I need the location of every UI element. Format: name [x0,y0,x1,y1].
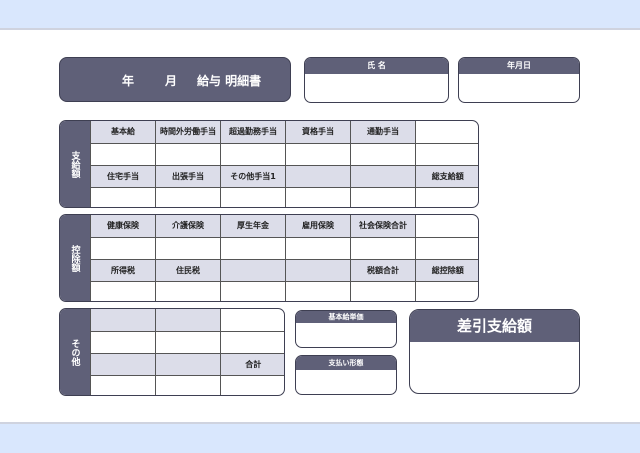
net-pay-box: 差引支給額 [409,309,580,394]
value-cell[interactable] [220,142,286,166]
deductions-table: 健康保険 介護保険 厚生年金 雇用保険 社会保険合計 所得税 住民税 税額合計 … [90,215,478,301]
name-field[interactable] [305,74,448,102]
header-cell [90,352,156,376]
net-pay-header: 差引支給額 [410,310,579,342]
value-cell[interactable] [155,330,221,354]
base-unit-price-field[interactable] [296,323,396,347]
value-cell[interactable] [285,236,351,260]
title-label: 給与 明細書 [197,74,262,88]
total-payment-value[interactable] [415,186,478,207]
value-cell[interactable] [415,236,478,260]
others-table: 合計 [90,309,284,395]
value-cell[interactable] [350,186,416,207]
name-box: 氏 名 [304,57,449,103]
header-cell: 資格手当 [285,121,351,144]
net-pay-field[interactable] [410,342,579,393]
value-cell[interactable] [220,186,286,207]
value-cell[interactable] [415,142,478,166]
deductions-section: 控除額 健康保険 介護保険 厚生年金 雇用保険 社会保険合計 所得税 住民税 税… [59,214,479,302]
value-cell[interactable] [155,374,221,395]
header-cell [415,215,478,238]
header-cell: 所得税 [90,258,156,282]
header-cell [90,309,156,332]
others-section: その他 合計 [59,308,285,396]
title-month: 月 [165,74,178,88]
header-cell: 総支給額 [415,164,478,188]
header-cell [350,164,416,188]
header-cell [220,258,286,282]
base-unit-price-box: 基本給単価 [295,310,397,348]
name-header: 氏 名 [305,58,448,74]
payment-method-header: 支払い形態 [296,356,396,370]
payments-table: 基本給 時間外労働手当 超過勤務手当 資格手当 通勤手当 住宅手当 出張手当 そ… [90,121,478,207]
value-cell[interactable] [155,186,221,207]
header-cell: 通勤手当 [350,121,416,144]
value-cell[interactable] [155,236,221,260]
value-cell[interactable] [220,330,284,354]
value-cell[interactable] [90,236,156,260]
header-cell: 住宅手当 [90,164,156,188]
header-cell: 総控除額 [415,258,478,282]
value-cell[interactable] [350,236,416,260]
header-cell [155,352,221,376]
header-cell: 介護保険 [155,215,221,238]
header-cell: 社会保険合計 [350,215,416,238]
header-cell [415,121,478,144]
value-cell[interactable] [155,280,221,301]
date-box: 年月日 [458,57,580,103]
value-cell[interactable] [90,280,156,301]
header-cell [155,309,221,332]
payments-side-label: 支給額 [60,121,90,207]
value-cell[interactable] [220,280,286,301]
header-cell: その他手当1 [220,164,286,188]
payment-method-field[interactable] [296,370,396,394]
value-cell[interactable] [90,142,156,166]
header-cell: 健康保険 [90,215,156,238]
date-header: 年月日 [459,58,579,74]
value-cell[interactable] [155,142,221,166]
payments-section: 支給額 基本給 時間外労働手当 超過勤務手当 資格手当 通勤手当 住宅手当 出張… [59,120,479,208]
value-cell[interactable] [350,142,416,166]
header-cell: 雇用保険 [285,215,351,238]
header-cell: 住民税 [155,258,221,282]
header-cell: 基本給 [90,121,156,144]
value-cell[interactable] [285,142,351,166]
header-cell [285,258,351,282]
header-cell: 時間外労働手当 [155,121,221,144]
value-cell[interactable] [220,236,286,260]
payslip-title: 年 月 給与 明細書 [59,57,291,102]
header-cell [220,309,284,332]
value-cell[interactable] [220,374,284,395]
header-cell: 出張手当 [155,164,221,188]
header-cell [285,164,351,188]
others-side-label: その他 [60,309,90,395]
deductions-side-label: 控除額 [60,215,90,301]
header-cell: 超過勤務手当 [220,121,286,144]
value-cell[interactable] [350,280,416,301]
base-unit-price-header: 基本給単価 [296,311,396,323]
total-deduction-value[interactable] [415,280,478,301]
header-cell: 税額合計 [350,258,416,282]
title-year: 年 [122,74,135,88]
header-cell: 合計 [220,352,284,376]
value-cell[interactable] [90,374,156,395]
value-cell[interactable] [285,280,351,301]
value-cell[interactable] [90,330,156,354]
value-cell[interactable] [90,186,156,207]
payment-method-box: 支払い形態 [295,355,397,395]
header-cell: 厚生年金 [220,215,286,238]
date-field[interactable] [459,74,579,102]
value-cell[interactable] [285,186,351,207]
